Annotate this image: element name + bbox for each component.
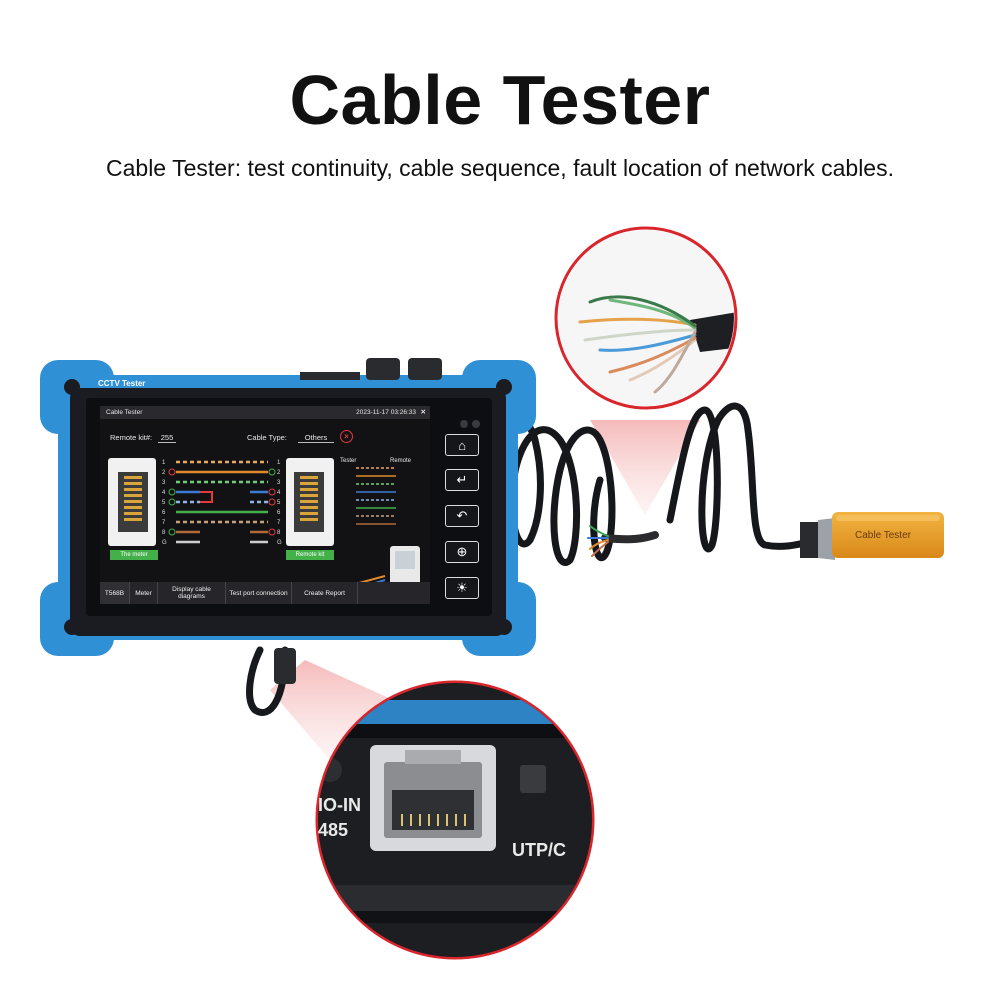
wire-number: 1 — [162, 460, 166, 466]
wire-number: 8 — [162, 530, 166, 536]
tab-test-port-connection[interactable]: Test port connection — [226, 582, 292, 604]
wire-number: 8 — [277, 530, 281, 536]
wire-number: 7 — [162, 520, 166, 526]
tab-t568b[interactable]: T568B — [100, 582, 130, 604]
wire-number: 4 — [277, 490, 281, 496]
zoom-beam-top — [590, 420, 700, 515]
wire-numbers-left: 1 2 3 4 5 6 7 8 G — [162, 458, 170, 548]
home-icon[interactable]: ⌂ — [445, 434, 479, 456]
wire-number: G — [162, 540, 167, 546]
wire-number: 3 — [277, 480, 281, 486]
tab-create-report[interactable]: Create Report — [292, 582, 358, 604]
remote-kit-label: Remote kit#: — [110, 433, 153, 442]
wire-number: 2 — [162, 470, 166, 476]
subline: Cable Tester: test continuity, cable seq… — [106, 155, 894, 181]
status-clock: 2023-11-17 03:26:33 — [356, 409, 416, 416]
zoom-circle-cable — [554, 226, 738, 410]
tester-heading: Tester — [340, 458, 357, 464]
wiremap-diagram — [108, 458, 420, 604]
wire-numbers-right: 1 2 3 4 5 6 7 8 G — [277, 458, 285, 548]
rj45-plug — [274, 648, 296, 684]
remote-heading: Remote — [390, 458, 412, 464]
tab-meter[interactable]: Meter — [130, 582, 158, 604]
wire-number: 1 — [277, 460, 281, 466]
remote-kit-button[interactable]: Remote kit — [286, 550, 334, 560]
cable-type-value[interactable]: Others — [298, 433, 334, 443]
tab-display-cable-diagrams[interactable]: Display cable diagrams — [158, 582, 226, 604]
fail-icon[interactable]: × — [340, 430, 353, 443]
coiled-cable — [508, 402, 834, 566]
zoom-icon[interactable]: ⊕ — [445, 541, 479, 563]
remote-unit-brand: Cable Tester — [855, 530, 911, 541]
wire-number: 5 — [162, 500, 166, 506]
wire-number: 6 — [277, 510, 281, 516]
the-meter-button[interactable]: The meter — [110, 550, 158, 560]
status-bar: Cable Tester 2023-11-17 03:26:33 ✕ — [100, 406, 430, 419]
remote-kit-value[interactable]: 255 — [158, 433, 176, 443]
close-icon[interactable]: ✕ — [420, 409, 426, 416]
wire-number: G — [277, 540, 282, 546]
zoom-circle-port — [315, 680, 595, 960]
wire-number: 2 — [277, 470, 281, 476]
port-label-485: 485 — [318, 820, 349, 840]
status-title: Cable Tester — [106, 409, 143, 416]
lower-cable — [246, 646, 289, 716]
zoom-beam-bottom — [270, 660, 415, 760]
wire-number: 4 — [162, 490, 166, 496]
port-label-io-in: IO-IN — [318, 795, 361, 815]
device-brand-tag: CCTV Tester — [98, 379, 146, 388]
wire-number: 6 — [162, 510, 166, 516]
wire-number: 7 — [277, 520, 281, 526]
cable-type-label: Cable Type: — [247, 433, 287, 442]
wire-number: 3 — [162, 480, 166, 486]
stripped-cable-end — [587, 525, 659, 557]
back-icon[interactable]: ↶ — [445, 505, 479, 527]
bottom-tab-bar: T568B Meter Display cable diagrams Test … — [100, 582, 430, 604]
port-label-utp: UTP/C — [512, 840, 566, 860]
enter-icon[interactable]: ↵ — [445, 469, 479, 491]
wire-number: 5 — [277, 500, 281, 506]
remote-unit — [800, 512, 944, 560]
headline: Cable Tester — [289, 61, 711, 139]
brightness-icon[interactable]: ☀ — [445, 577, 479, 599]
tester-screen: Cable Tester 2023-11-17 03:26:33 ✕ Remot… — [100, 406, 430, 604]
